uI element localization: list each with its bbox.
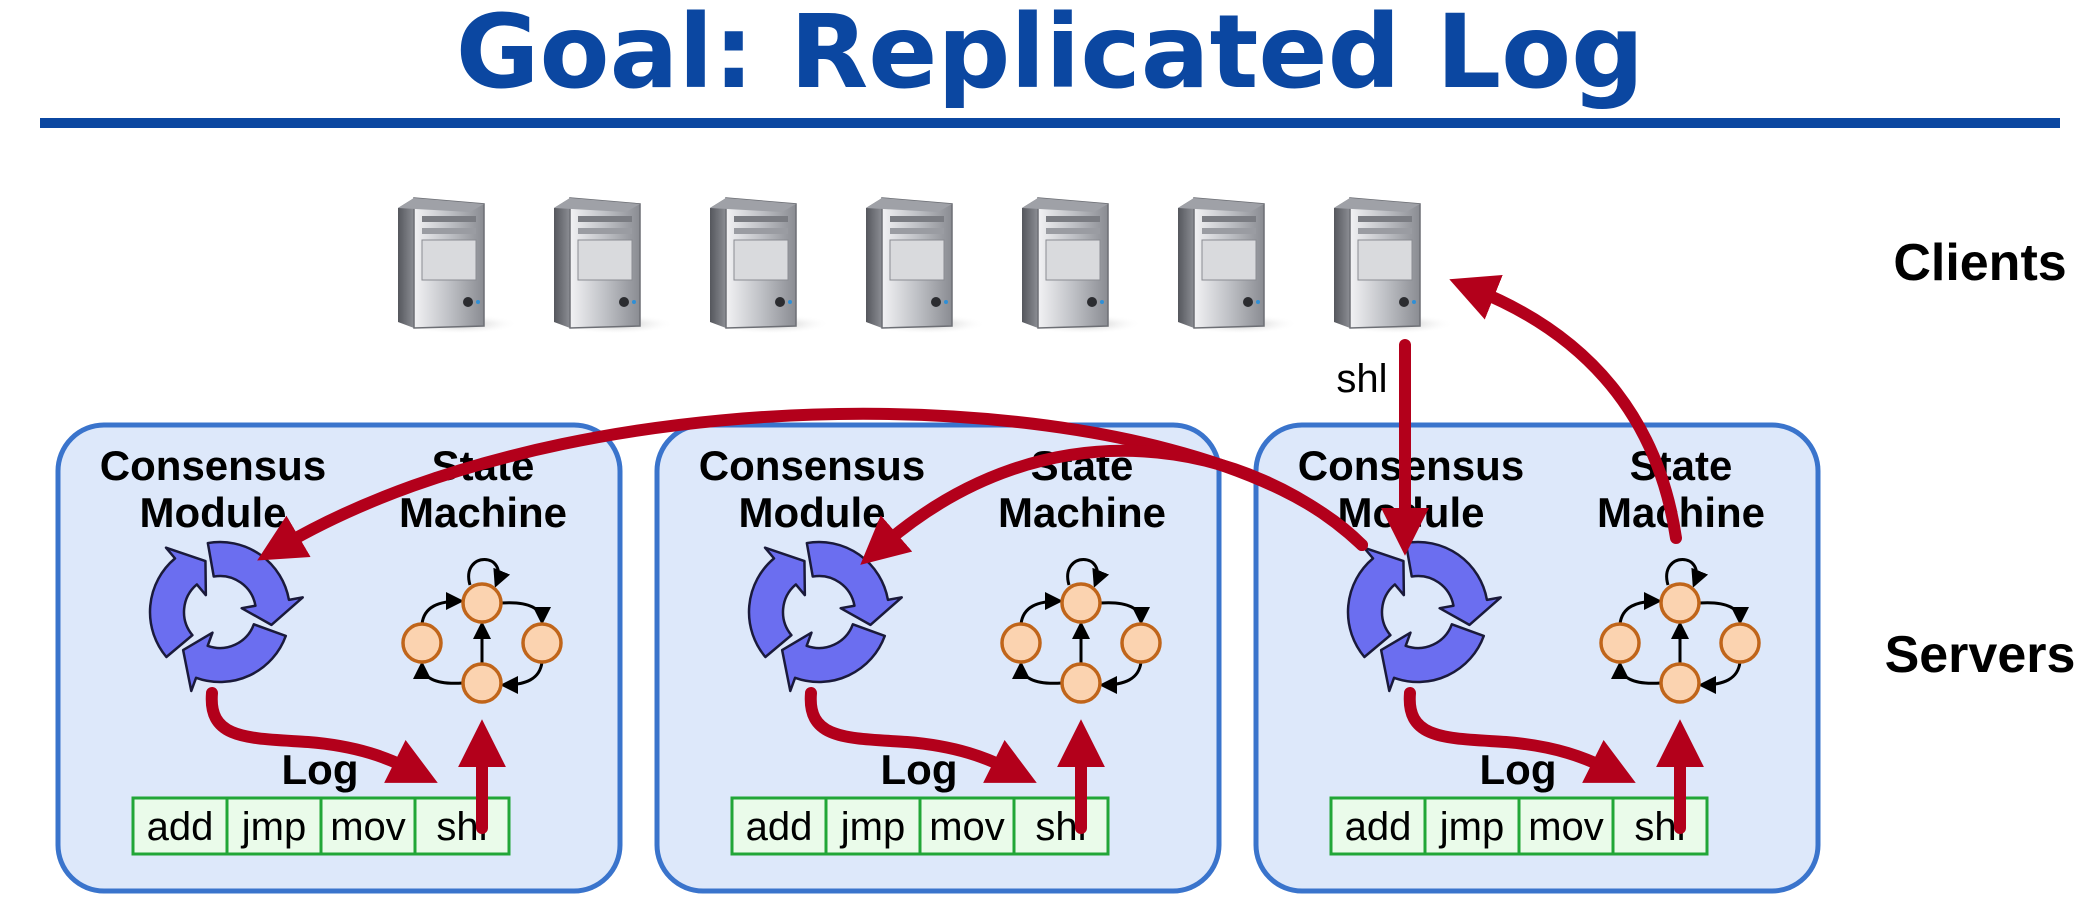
state-node	[1659, 662, 1701, 704]
consensus-module-label: Module	[739, 489, 886, 536]
consensus-to-log-arrow	[804, 687, 1037, 783]
state-node	[1599, 622, 1641, 664]
log-entry-text: mov	[1528, 805, 1604, 849]
clients-label: Clients	[1893, 234, 2066, 292]
log-entry-cell	[1012, 796, 1110, 856]
client-response-arrow	[1449, 274, 1682, 544]
consensus-module-label: Consensus	[100, 442, 326, 489]
slide-title: Goal: Replicated Log	[455, 0, 1645, 112]
state-machine-icon	[1000, 558, 1162, 704]
client-computer-icon	[866, 197, 986, 334]
server-internal-arrows	[1403, 687, 1704, 834]
state-machine-label: Machine	[399, 489, 567, 536]
state-machine-label: Machine	[1597, 489, 1765, 536]
replication-arrows	[257, 274, 1682, 565]
log-entry-text: jmp	[1439, 805, 1504, 849]
log-entry-cell	[131, 796, 229, 856]
log-entry-text: jmp	[241, 805, 306, 849]
log-entry-text: add	[1345, 805, 1412, 849]
consensus-module-icon	[1346, 540, 1502, 693]
state-machine-icon	[1599, 558, 1761, 704]
log-label: Log	[881, 746, 958, 793]
servers-label: Servers	[1885, 626, 2076, 684]
state-node	[461, 582, 503, 624]
log-entry-text: add	[746, 805, 813, 849]
log-entry-cell	[319, 796, 417, 856]
title-underline	[40, 118, 2060, 128]
consensus-module-label: Module	[140, 489, 287, 536]
state-node	[461, 662, 503, 704]
consensus-module-label: Consensus	[699, 442, 925, 489]
log-entry-cell	[730, 796, 828, 856]
state-node	[1659, 582, 1701, 624]
log-entry-text: jmp	[840, 805, 905, 849]
log-entry-cell	[918, 796, 1016, 856]
log-entry-text: mov	[330, 805, 406, 849]
log-label: Log	[282, 746, 359, 793]
state-node	[401, 622, 443, 664]
state-node	[1120, 622, 1162, 664]
client-computer-icon	[710, 197, 830, 334]
consensus-to-log-arrow	[205, 687, 438, 783]
state-node	[521, 622, 563, 664]
log-entry-cell	[1329, 796, 1427, 856]
client-computer-icon	[1334, 197, 1454, 334]
log-entry-text: add	[147, 805, 214, 849]
server-internal-arrows	[205, 687, 506, 834]
state-node	[1060, 662, 1102, 704]
state-machine-icon	[401, 558, 563, 704]
state-node	[1060, 582, 1102, 624]
client-computer-icon	[1178, 197, 1298, 334]
consensus-module-icon	[148, 540, 304, 693]
consensus-module-icon	[747, 540, 903, 693]
log-entry-cell	[413, 796, 511, 856]
state-machine-label: Machine	[998, 489, 1166, 536]
log-entry-cell	[1611, 796, 1709, 856]
state-node	[1719, 622, 1761, 664]
client-computer-icon	[554, 197, 674, 334]
log-label: Log	[1480, 746, 1557, 793]
replicate-to-server-2-arrow	[860, 444, 1368, 565]
consensus-to-log-arrow	[1403, 687, 1636, 783]
log-entry-cell	[1517, 796, 1615, 856]
clients-row	[398, 197, 1454, 334]
server-internal-arrows	[804, 687, 1105, 834]
log-entry-text: mov	[929, 805, 1005, 849]
client-computer-icon	[398, 197, 518, 334]
client-computer-icon	[1022, 197, 1142, 334]
state-node	[1000, 622, 1042, 664]
client-command-label: shl	[1336, 357, 1387, 401]
